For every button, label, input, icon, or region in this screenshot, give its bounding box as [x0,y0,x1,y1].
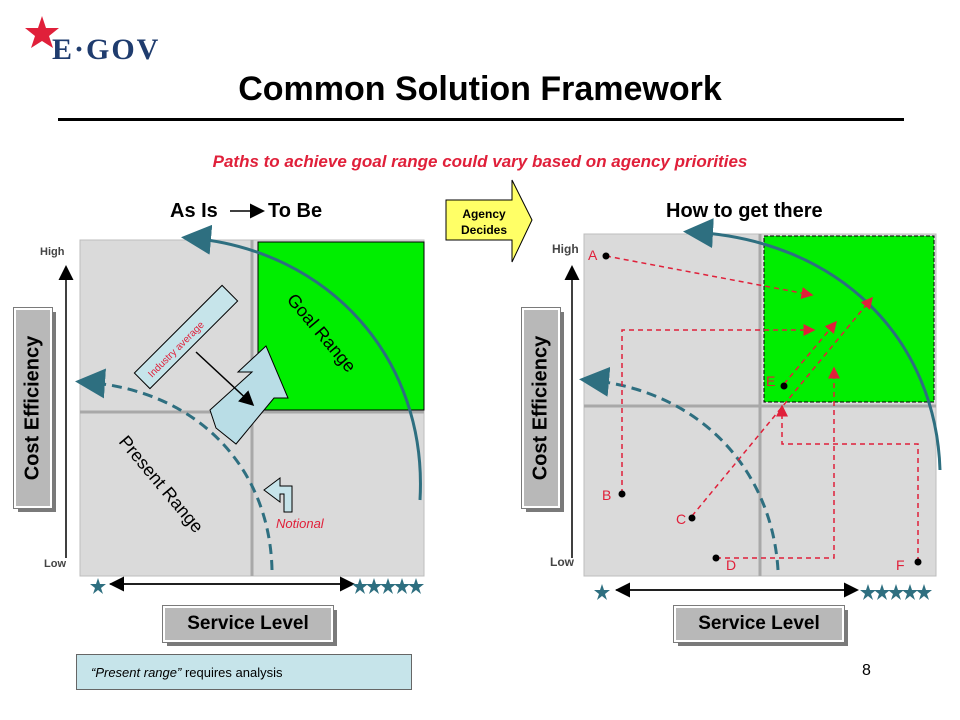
path-f [776,404,919,562]
notional-bent-arrow-icon [263,477,293,513]
notional-label: Notional [276,516,324,531]
path-b [621,324,816,494]
right-low-label: Low [550,555,575,569]
right-high-label: High [552,242,579,256]
point-e-label: E [766,373,775,389]
note-rest: requires analysis [181,665,283,680]
page-title: Common Solution Framework [238,70,722,108]
path-d [716,366,840,559]
how-to-get-there-title: How to get there [666,200,823,222]
point-e [780,382,788,390]
right-high-service-stars-icon [860,584,932,600]
point-a [602,252,610,260]
left-low-label: Low [44,558,66,570]
industry-average-pointer [195,351,255,407]
page-number: 8 [862,662,871,679]
industry-average-box [133,284,239,390]
left-high-label: High [40,246,65,258]
agency-callout-line2: Decides [461,223,507,237]
subtitle: Paths to achieve goal range could vary b… [212,152,748,171]
red-star-icon [25,16,59,48]
path-a [605,255,814,299]
goal-range-arc [181,224,422,501]
logo-text: E·GOV [52,33,161,66]
right-service-level-label: Service Level [673,605,845,643]
title-divider [58,118,904,121]
right-present-arc [579,366,780,571]
point-b-label: B [602,487,611,503]
egov-logo [25,16,59,48]
to-be-title: To Be [268,200,323,222]
right-low-service-star-icon [594,584,610,600]
right-cost-efficiency-text: Cost Efficiency [529,335,552,481]
point-b [618,490,626,498]
point-c [688,514,696,522]
right-cost-efficiency-label: Cost Efficiency [521,307,561,509]
as-is-title: As Is [170,200,218,222]
right-goal-box [763,235,935,403]
point-d [712,554,720,562]
path-e [783,320,837,385]
goal-range-box [257,241,425,411]
point-f-label: F [896,557,905,573]
point-a-label: A [588,247,598,263]
low-service-star-icon [90,578,106,594]
high-service-stars-icon [352,578,424,594]
left-cost-efficiency-text: Cost Efficiency [21,335,44,481]
point-c-label: C [676,511,686,527]
agency-decides-callout [445,179,533,263]
path-c [691,296,873,517]
left-service-level-label: Service Level [162,605,334,643]
present-range-arc [75,368,274,571]
present-range-note: “Present range” requires analysis [76,654,412,690]
point-f [914,558,922,566]
left-cost-efficiency-label: Cost Efficiency [13,307,53,509]
point-d-label: D [726,557,736,573]
note-emphasis: “Present range” [91,665,182,680]
agency-callout-line1: Agency [462,207,506,221]
